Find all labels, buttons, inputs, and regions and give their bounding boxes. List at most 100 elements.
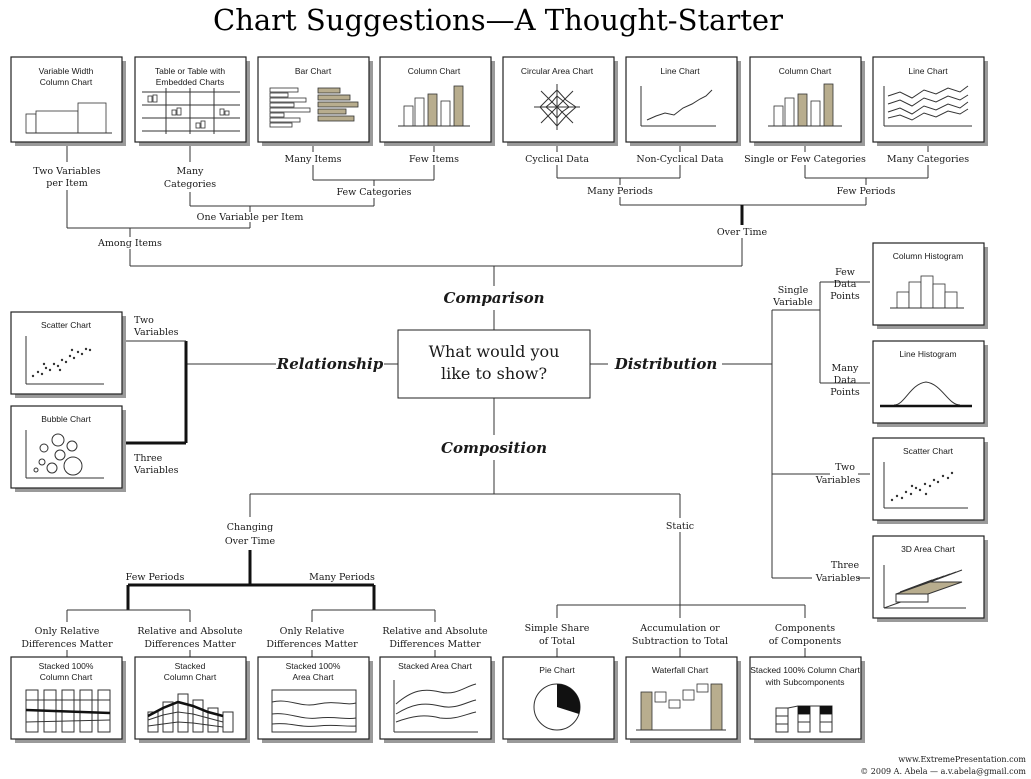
label-comp-many-periods: Many Periods: [309, 572, 375, 583]
svg-text:Circular Area Chart: Circular Area Chart: [521, 66, 594, 76]
svg-text:Column Chart: Column Chart: [779, 66, 832, 76]
svg-text:Column Chart: Column Chart: [40, 672, 93, 682]
credit-author: © 2009 A. Abela — a.v.abela@gmail.com: [860, 767, 1026, 776]
svg-text:per Item: per Item: [46, 178, 87, 189]
svg-text:Variables: Variables: [133, 327, 179, 338]
svg-text:Variable Width: Variable Width: [39, 66, 94, 76]
svg-text:Embedded Charts: Embedded Charts: [156, 77, 225, 87]
question-line-2: like to show?: [441, 364, 547, 383]
svg-text:Pie Chart: Pie Chart: [539, 665, 575, 675]
page-title: Chart Suggestions—A Thought-Starter: [213, 3, 783, 37]
box-variable-width-column-chart: Variable Width Column Chart: [10, 56, 126, 146]
box-line-chart-many-categories: Line Chart: [872, 56, 988, 146]
svg-text:Data: Data: [834, 375, 857, 386]
svg-text:Table or Table with: Table or Table with: [155, 66, 226, 76]
svg-text:of Components: of Components: [769, 636, 842, 647]
connector-lines: [66, 145, 929, 657]
label-few-periods: Few Periods: [837, 186, 896, 197]
svg-text:Stacked Area Chart: Stacked Area Chart: [398, 661, 472, 671]
svg-text:Points: Points: [830, 291, 860, 302]
label-relative-absolute-1: Relative and Absolute: [137, 626, 243, 637]
svg-text:Differences Matter: Differences Matter: [21, 639, 113, 650]
svg-text:Line Histogram: Line Histogram: [899, 349, 956, 359]
label-dist-two-variables: Two: [835, 462, 855, 473]
box-column-chart-over-time: Column Chart: [749, 56, 865, 146]
svg-text:Variables: Variables: [133, 465, 179, 476]
svg-text:Differences Matter: Differences Matter: [389, 639, 481, 650]
box-stacked-area-chart: Stacked Area Chart: [379, 656, 495, 743]
label-many-periods: Many Periods: [587, 186, 653, 197]
box-3d-area-chart: 3D Area Chart: [872, 535, 988, 622]
box-stacked-column-chart: Stacked Column Chart: [134, 656, 250, 743]
credit-website: www.ExtremePresentation.com: [898, 755, 1026, 764]
svg-text:Scatter Chart: Scatter Chart: [903, 446, 954, 456]
label-accumulation: Accumulation or: [639, 623, 720, 634]
label-single-or-few-categories: Single or Few Categories: [744, 154, 866, 165]
label-many-categories: Many: [177, 166, 205, 177]
box-stacked-100-column-subcomponents: Stacked 100% Column Chart with Subcompon…: [749, 656, 865, 743]
label-among-items: Among Items: [97, 238, 162, 249]
label-simple-share: Simple Share: [525, 623, 590, 634]
svg-text:3D Area Chart: 3D Area Chart: [901, 544, 955, 554]
label-static: Static: [666, 521, 694, 532]
box-column-histogram: Column Histogram: [872, 242, 988, 329]
svg-text:Differences Matter: Differences Matter: [266, 639, 358, 650]
svg-text:Stacked 100% Column Chart: Stacked 100% Column Chart: [750, 665, 860, 675]
label-only-relative-1: Only Relative: [35, 626, 100, 637]
category-relationship: Relationship: [276, 355, 384, 373]
svg-text:Scatter Chart: Scatter Chart: [41, 320, 92, 330]
category-comparison: Comparison: [444, 289, 545, 307]
box-waterfall-chart: Waterfall Chart: [625, 656, 741, 743]
svg-text:Line Chart: Line Chart: [660, 66, 700, 76]
svg-text:Column Histogram: Column Histogram: [893, 251, 963, 261]
box-column-chart-few-items: Column Chart: [379, 56, 495, 146]
svg-text:Area Chart: Area Chart: [292, 672, 334, 682]
category-composition: Composition: [441, 439, 547, 457]
svg-text:Bar Chart: Bar Chart: [295, 66, 332, 76]
label-rel-two-variables: Two: [134, 315, 154, 326]
label-single-variable: Single: [778, 285, 809, 296]
svg-text:Points: Points: [830, 387, 860, 398]
label-rel-three-variables: Three: [134, 453, 163, 464]
central-question: What would you like to show?: [397, 329, 591, 399]
box-line-histogram: Line Histogram: [872, 340, 988, 427]
svg-text:of Total: of Total: [539, 636, 575, 647]
svg-text:Subtraction to Total: Subtraction to Total: [632, 636, 728, 647]
label-relative-absolute-2: Relative and Absolute: [382, 626, 488, 637]
label-few-categories: Few Categories: [336, 187, 411, 198]
svg-text:Line Chart: Line Chart: [908, 66, 948, 76]
box-scatter-chart-distribution: Scatter Chart: [872, 437, 988, 524]
box-table-embedded-charts: Table or Table with Embedded Charts: [134, 56, 250, 146]
question-line-1: What would you: [429, 342, 560, 361]
svg-text:Over Time: Over Time: [225, 536, 276, 547]
label-one-variable-per-item: One Variable per Item: [197, 212, 304, 223]
box-stacked-100-area-chart: Stacked 100% Area Chart: [257, 656, 373, 743]
box-stacked-100-column-chart: Stacked 100% Column Chart: [10, 656, 126, 743]
label-cyclical-data: Cyclical Data: [525, 154, 589, 165]
svg-text:Variable: Variable: [772, 297, 813, 308]
svg-text:Waterfall Chart: Waterfall Chart: [652, 665, 709, 675]
svg-text:with Subcomponents: with Subcomponents: [765, 677, 845, 687]
label-over-time: Over Time: [717, 227, 768, 238]
box-bar-chart: Bar Chart: [257, 56, 373, 146]
branch-labels: Two Variables per Item Many Categories M…: [21, 154, 969, 650]
label-dist-three-variables: Three: [831, 560, 860, 571]
box-bubble-chart: Bubble Chart: [10, 405, 126, 492]
label-only-relative-2: Only Relative: [280, 626, 345, 637]
svg-text:Differences Matter: Differences Matter: [144, 639, 236, 650]
label-comp-few-periods: Few Periods: [126, 572, 185, 583]
svg-text:Data: Data: [834, 279, 857, 290]
svg-text:Stacked 100%: Stacked 100%: [39, 661, 94, 671]
svg-text:Stacked 100%: Stacked 100%: [286, 661, 341, 671]
label-changing-over-time: Changing: [227, 522, 274, 533]
svg-text:Categories: Categories: [164, 179, 216, 190]
label-many-categories-time: Many Categories: [887, 154, 969, 165]
label-many-data-points: Many: [832, 363, 860, 374]
svg-text:Variables: Variables: [815, 475, 861, 486]
category-distribution: Distribution: [614, 355, 718, 373]
box-scatter-chart-relationship: Scatter Chart: [10, 311, 126, 398]
svg-text:Bubble Chart: Bubble Chart: [41, 414, 91, 424]
svg-text:Column Chart: Column Chart: [164, 672, 217, 682]
svg-text:Column Chart: Column Chart: [408, 66, 461, 76]
